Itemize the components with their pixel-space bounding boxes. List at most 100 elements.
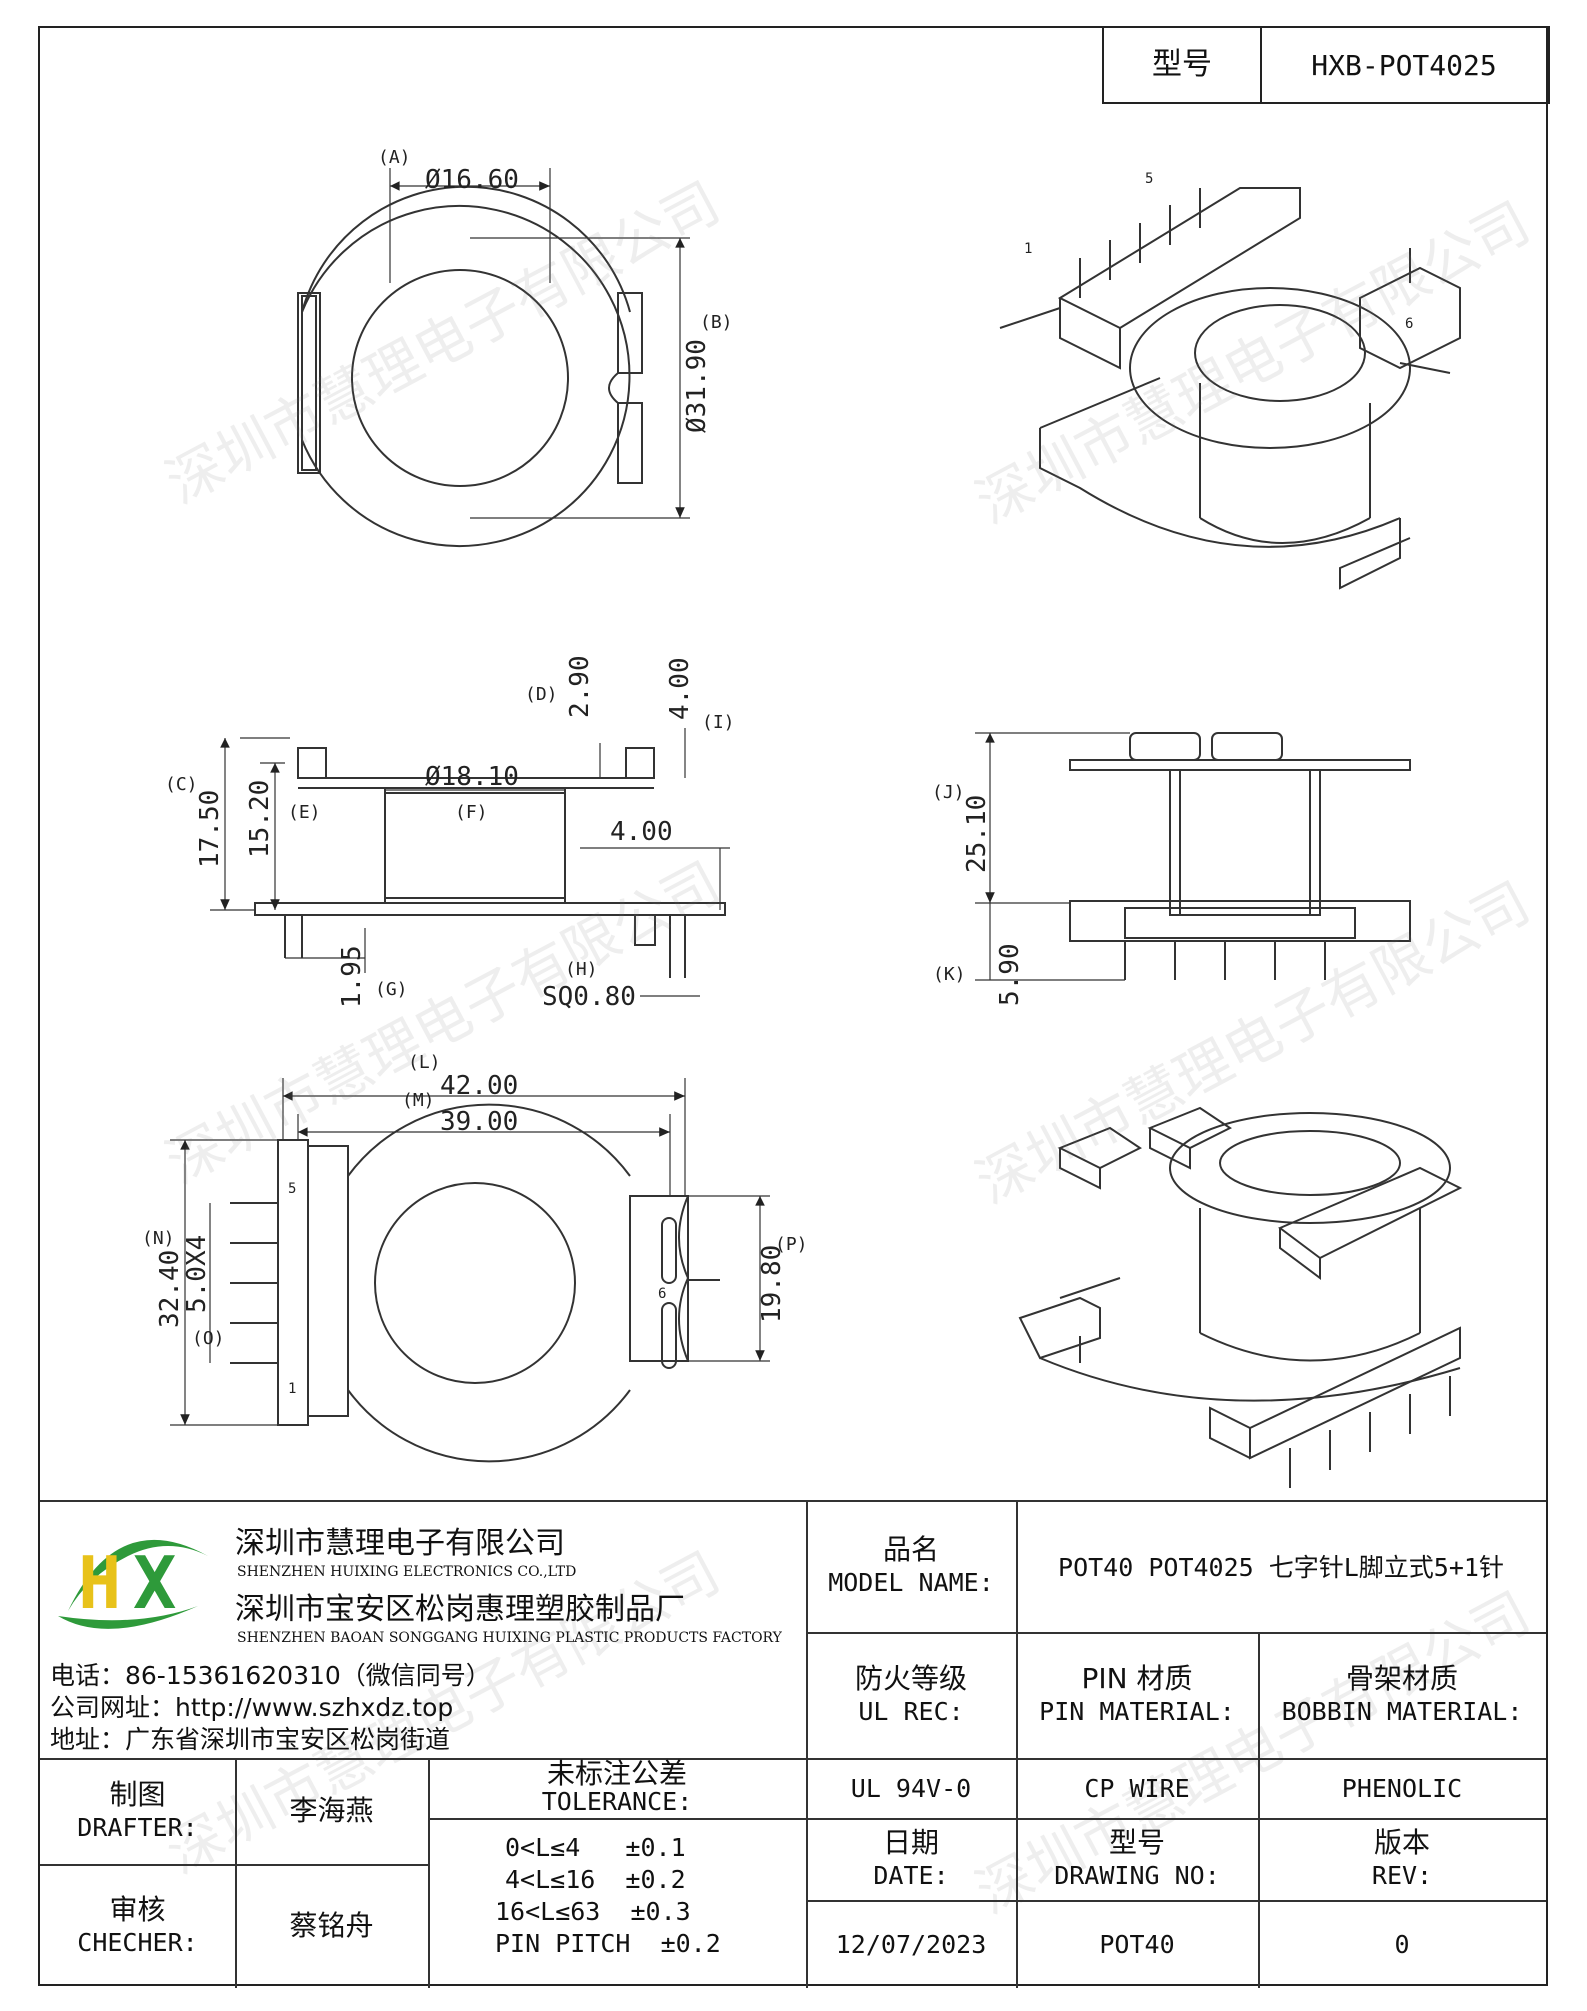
pin-material-label-en: PIN MATERIAL: <box>1039 1697 1235 1726</box>
date-label-cn: 日期 <box>882 1826 939 1859</box>
tolerance-row-1: 0<L≤4 ±0.1 <box>505 1833 686 1862</box>
drafter-name: 李海燕 <box>289 1794 374 1827</box>
header-model-value: HXB-POT4025 <box>1260 26 1550 104</box>
dim-n-value: 32.40 <box>155 1250 185 1328</box>
dim-o-value: 5.0X4 <box>182 1235 212 1313</box>
bobbin-material-label-en: BOBBIN MATERIAL: <box>1281 1697 1523 1726</box>
dim-m-value: 39.00 <box>440 1107 518 1137</box>
dim-l-value: 42.00 <box>440 1071 518 1101</box>
logo-h: H <box>78 1541 121 1625</box>
drawing-no-label-cn: 型号 <box>1108 1826 1165 1859</box>
company-name-cn: 深圳市慧理电子有限公司 <box>235 1526 565 1561</box>
dim-o-label: (O) <box>192 1328 225 1349</box>
side-view <box>975 732 1411 981</box>
dim-e-value: 15.20 <box>245 780 275 858</box>
pin-material-value: CP WIRE <box>1084 1773 1190 1803</box>
dim-b-label: (B) <box>700 312 733 333</box>
front-view <box>210 728 730 997</box>
date-label: 日期 DATE: <box>806 1818 1016 1900</box>
checker-label-en: CHECHER: <box>77 1928 198 1957</box>
model-name-value: POT40 POT4025 七字针L脚立式5+1针 <box>1058 1553 1504 1582</box>
model-name-label: 品名 MODEL NAME: <box>806 1500 1016 1632</box>
bottom-view <box>170 1078 770 1463</box>
bobbin-material-label-cn: 骨架材质 <box>1345 1662 1458 1695</box>
company-address: 地址：广东省深圳市宝安区松岗街道 <box>50 1725 451 1754</box>
pin-label-1-bottom: 1 <box>288 1381 296 1397</box>
iso-view-top <box>999 187 1461 590</box>
pin-label-6: 6 <box>1405 316 1413 332</box>
factory-name-en: SHENZHEN BAOAN SONGGANG HUIXING PLASTIC … <box>237 1630 782 1646</box>
dim-a-label: (A) <box>378 147 411 168</box>
factory-name-cn: 深圳市宝安区松岗惠理塑胶制品厂 <box>235 1592 685 1627</box>
dim-c-value: 17.50 <box>195 790 225 868</box>
dim-d-label: (D) <box>525 684 558 705</box>
pin-label-5: 5 <box>1145 171 1153 187</box>
bobbin-material-label: 骨架材质 BOBBIN MATERIAL: <box>1258 1632 1546 1758</box>
checker-label: 审核 CHECHER: <box>40 1864 235 1988</box>
tolerance-label-en: TOLERANCE: <box>541 1787 693 1816</box>
top-view <box>297 168 690 547</box>
pin-label-1: 1 <box>1024 241 1032 257</box>
dim-m-label: (M) <box>402 1090 435 1111</box>
ul-rec-label-cn: 防火等级 <box>854 1662 967 1695</box>
dim-j-label: (J) <box>932 782 965 803</box>
dim-n-label: (N) <box>142 1228 175 1249</box>
ul-rec-label: 防火等级 UL REC: <box>806 1632 1016 1758</box>
dim-l-label: (L) <box>408 1052 441 1073</box>
iso-view-bottom <box>1018 1106 1463 1488</box>
dim-d-value: 2.90 <box>565 655 595 718</box>
drafter-label-en: DRAFTER: <box>77 1813 198 1842</box>
rev-label-en: REV: <box>1371 1861 1433 1890</box>
dim-k-value: 5.90 <box>995 943 1025 1006</box>
tolerance-row-2: 4<L≤16 ±0.2 <box>505 1865 686 1894</box>
company-website: 公司网址：http://www.szhxdz.top <box>50 1693 454 1722</box>
dim-p-label: (P) <box>775 1234 808 1255</box>
dim-g-value: 1.95 <box>337 945 367 1008</box>
dim-b-value: Ø31.90 <box>682 339 712 433</box>
model-name-label-cn: 品名 <box>882 1533 939 1566</box>
ul-rec-value: UL 94V-0 <box>850 1773 972 1803</box>
checker-name: 蔡铭舟 <box>289 1909 374 1942</box>
dim-f-value: Ø18.10 <box>425 762 519 792</box>
drafter-label: 制图 DRAFTER: <box>40 1758 235 1864</box>
dim-h-label: (H) <box>565 959 598 980</box>
dim-p-value: 19.80 <box>757 1245 787 1323</box>
dim-j-value: 25.10 <box>962 795 992 873</box>
tolerance-values: 0<L≤4 ±0.1 4<L≤16 ±0.2 16<L≤63 ±0.3 PIN … <box>495 1832 805 1960</box>
dim-c-label: (C) <box>165 774 198 795</box>
dim-i2-value: 4.00 <box>610 817 673 847</box>
drawing-sheet: 型号 HXB-POT4025 <box>38 26 1550 1988</box>
checker-label-cn: 审核 <box>109 1893 166 1926</box>
pin-material-label: PIN 材质 PIN MATERIAL: <box>1016 1632 1258 1758</box>
model-name-label-en: MODEL NAME: <box>828 1568 994 1597</box>
dim-a-value: Ø16.60 <box>425 165 519 195</box>
dim-h-value: SQ0.80 <box>542 982 636 1012</box>
drawing-no-value: POT40 <box>1099 1929 1175 1959</box>
rev-label-cn: 版本 <box>1373 1826 1430 1859</box>
pin-label-6-bottom: 6 <box>658 1286 666 1302</box>
pin-material-label-cn: PIN 材质 <box>1081 1662 1193 1695</box>
company-phone: 电话：86-15361620310（微信同号） <box>50 1661 491 1690</box>
tolerance-label-cn: 未标注公差 <box>546 1757 687 1790</box>
dim-g-label: (G) <box>375 979 408 1000</box>
header-model-label: 型号 <box>1102 26 1262 104</box>
drafter-label-cn: 制图 <box>109 1778 166 1811</box>
tolerance-row-3: 16<L≤63 ±0.3 <box>495 1897 691 1926</box>
pin-label-5-bottom: 5 <box>288 1181 296 1197</box>
logo-x: X <box>133 1541 176 1625</box>
dim-e-label: (E) <box>288 802 321 823</box>
dim-k-label: (K) <box>933 964 966 985</box>
date-label-en: DATE: <box>873 1861 949 1890</box>
company-logo: H X <box>58 1539 208 1629</box>
bobbin-material-value: PHENOLIC <box>1341 1773 1463 1803</box>
technical-drawing: (A) Ø16.60 (B) Ø31.90 (C) 17.50 (D) 2.90… <box>142 147 1463 1488</box>
ul-rec-label-en: UL REC: <box>858 1697 964 1726</box>
tolerance-label: 未标注公差 TOLERANCE: <box>428 1758 806 1818</box>
tolerance-row-4: PIN PITCH ±0.2 <box>495 1929 721 1958</box>
dim-i-label: (I) <box>702 712 735 733</box>
drawing-no-label: 型号 DRAWING NO: <box>1016 1818 1258 1900</box>
rev-value: 0 <box>1394 1929 1410 1959</box>
rev-label: 版本 REV: <box>1258 1818 1546 1900</box>
drawing-no-label-en: DRAWING NO: <box>1054 1861 1220 1890</box>
dim-f-label: (F) <box>455 802 488 823</box>
